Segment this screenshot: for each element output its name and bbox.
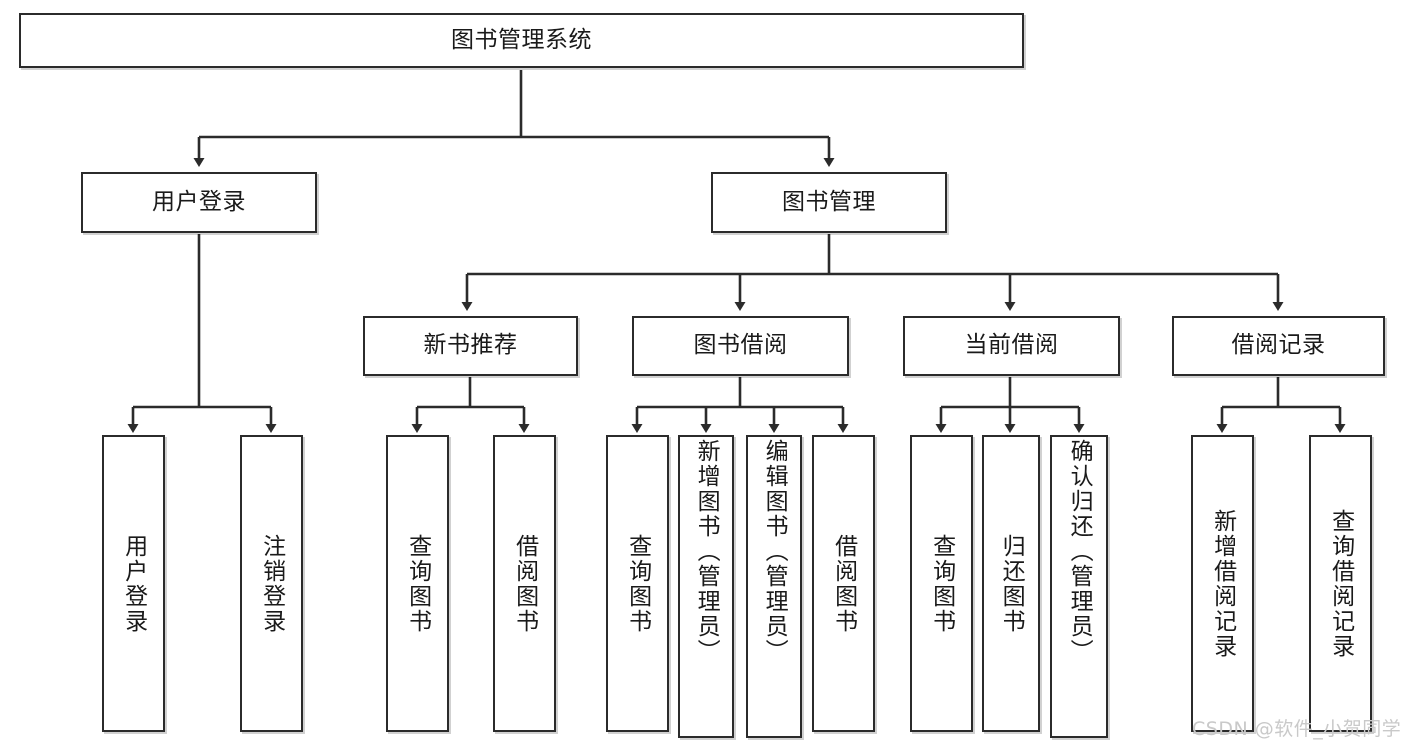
- node-user-login-label: 用户登录: [152, 188, 246, 215]
- csdn-watermark: CSDN @软件_小贺同学: [1192, 718, 1402, 740]
- leaf-current-borrow-return[interactable]: 归还图书: [982, 435, 1040, 732]
- leaf-borrow-record-query-label: 查询借阅记录: [1327, 508, 1354, 659]
- leaf-borrow-record-add-label: 新增借阅记录: [1209, 508, 1236, 659]
- node-new-book-recommend-label: 新书推荐: [423, 332, 518, 359]
- node-book-management[interactable]: 图书管理: [711, 172, 947, 233]
- leaf-borrow-record-query[interactable]: 查询借阅记录: [1309, 435, 1372, 732]
- leaf-book-borrow-edit[interactable]: 编辑图书（管理员）: [746, 435, 802, 738]
- leaf-book-borrow-query[interactable]: 查询图书: [606, 435, 669, 732]
- leaf-book-borrow-borrow[interactable]: 借阅图书: [812, 435, 875, 732]
- node-current-borrow[interactable]: 当前借阅: [903, 316, 1120, 376]
- node-book-borrow[interactable]: 图书借阅: [632, 316, 849, 376]
- leaf-user-login-login[interactable]: 用户登录: [102, 435, 165, 732]
- leaf-book-borrow-borrow-label: 借阅图书: [830, 533, 857, 634]
- leaf-new-book-borrow[interactable]: 借阅图书: [493, 435, 556, 732]
- node-root[interactable]: 图书管理系统: [19, 13, 1024, 68]
- leaf-new-book-borrow-label: 借阅图书: [511, 533, 538, 634]
- node-current-borrow-label: 当前借阅: [964, 332, 1059, 359]
- leaf-new-book-query[interactable]: 查询图书: [386, 435, 449, 732]
- leaf-current-borrow-confirm[interactable]: 确认归还（管理员）: [1050, 435, 1108, 738]
- leaf-user-login-logout-label: 注销登录: [258, 533, 285, 634]
- node-borrow-record[interactable]: 借阅记录: [1172, 316, 1385, 376]
- leaf-current-borrow-return-label: 归还图书: [998, 533, 1025, 634]
- node-borrow-record-label: 借阅记录: [1231, 332, 1326, 359]
- leaf-current-borrow-query-label: 查询图书: [928, 533, 955, 634]
- leaf-book-borrow-edit-label: 编辑图书（管理员）: [761, 439, 788, 664]
- leaf-new-book-query-label: 查询图书: [404, 533, 431, 634]
- leaf-borrow-record-add[interactable]: 新增借阅记录: [1191, 435, 1254, 732]
- node-book-management-label: 图书管理: [782, 188, 876, 215]
- leaf-current-borrow-query[interactable]: 查询图书: [910, 435, 973, 732]
- leaf-user-login-login-label: 用户登录: [120, 533, 147, 634]
- leaf-user-login-logout[interactable]: 注销登录: [240, 435, 303, 732]
- leaf-book-borrow-add-label: 新增图书（管理员）: [693, 439, 720, 664]
- node-new-book-recommend[interactable]: 新书推荐: [363, 316, 578, 376]
- node-book-borrow-label: 图书借阅: [693, 332, 788, 359]
- node-user-login[interactable]: 用户登录: [81, 172, 317, 233]
- leaf-current-borrow-confirm-label: 确认归还（管理员）: [1066, 439, 1093, 664]
- node-root-label: 图书管理系统: [451, 26, 592, 53]
- leaf-book-borrow-add[interactable]: 新增图书（管理员）: [678, 435, 734, 738]
- leaf-book-borrow-query-label: 查询图书: [624, 533, 651, 634]
